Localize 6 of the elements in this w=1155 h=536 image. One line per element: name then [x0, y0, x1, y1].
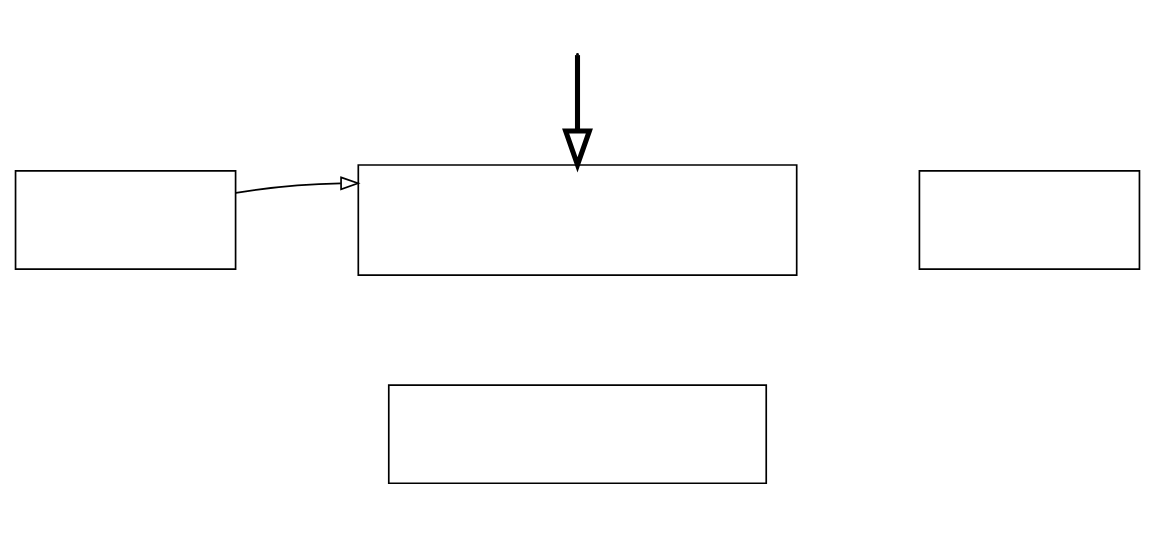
node-box	[387, 383, 768, 484]
node-box	[918, 169, 1141, 270]
node-box	[357, 163, 798, 276]
arrow	[562, 54, 593, 173]
node-box	[14, 169, 237, 270]
arrow	[235, 175, 361, 194]
